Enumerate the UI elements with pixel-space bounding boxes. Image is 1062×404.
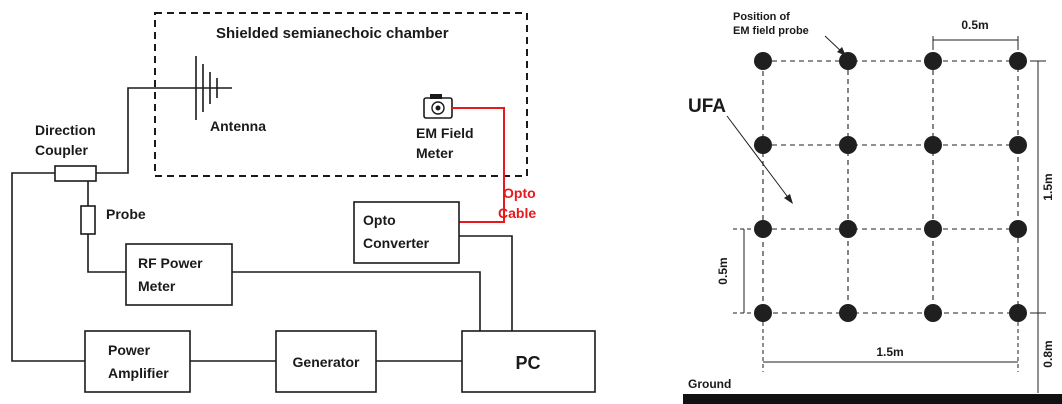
pc-label: PC — [515, 353, 540, 373]
opto-converter-box — [353, 201, 460, 264]
probe-points-group — [754, 52, 1027, 322]
generator-box — [275, 330, 377, 393]
uniform-field-area-outline — [762, 60, 1019, 314]
probe-point — [839, 52, 857, 70]
direction-coupler-label-line2: Coupler — [35, 142, 88, 158]
bottom-width-label: 1.5m — [876, 345, 903, 359]
opto-cable-label-line2: Cable — [498, 205, 536, 221]
meter-to-pc-wire — [232, 271, 481, 331]
antenna-icon — [193, 56, 232, 120]
pc-box — [461, 330, 596, 393]
power-amplifier-label-line1: Power — [108, 342, 151, 358]
antenna-feed-wire — [96, 87, 193, 174]
probe-point — [924, 52, 942, 70]
left-spacing-label: 0.5m — [716, 257, 730, 284]
power-amplifier-label-line2: Amplifier — [108, 365, 169, 381]
test-setup-diagram: Shielded semianechoic chamber Antenna EM… — [11, 12, 596, 393]
antenna-label: Antenna — [210, 118, 266, 134]
probe-point — [754, 52, 772, 70]
opto-converter-label-line1: Opto — [363, 212, 396, 228]
opto-cable — [452, 107, 505, 223]
amplifier-to-coupler-wire — [11, 172, 85, 362]
ufa-label: UFA — [688, 96, 726, 117]
shielded-chamber-boundary — [154, 12, 528, 177]
rf-power-meter-label-line1: RF Power — [138, 255, 203, 271]
generator-label: Generator — [293, 354, 360, 370]
probe-point — [1009, 304, 1027, 322]
ground-label: Ground — [688, 377, 731, 391]
probe-point — [924, 136, 942, 154]
ufa-arrow — [726, 115, 791, 201]
field-uniformity-diagram: Position of EM field probe UFA 0.5m 1.5m… — [683, 11, 1062, 404]
power-amplifier-box — [84, 330, 191, 393]
probe-point — [1009, 52, 1027, 70]
right-height-label: 1.5m — [1041, 173, 1055, 200]
probe-point — [754, 220, 772, 238]
converter-to-pc-wire — [459, 235, 513, 331]
probe-position-label-line1: Position of — [733, 11, 790, 23]
direction-coupler-box — [54, 165, 97, 182]
probe-point — [924, 304, 942, 322]
rf-power-meter-label-line2: Meter — [138, 278, 176, 294]
opto-cable-label-line1: Opto — [503, 185, 536, 201]
opto-converter-label-line2: Converter — [363, 235, 430, 251]
probe-point — [924, 220, 942, 238]
chamber-label: Shielded semianechoic chamber — [216, 25, 449, 42]
arrow-head — [837, 47, 846, 56]
em-field-meter-icon — [423, 94, 453, 119]
probe-point — [839, 136, 857, 154]
probe-point — [1009, 220, 1027, 238]
rf-power-meter-box — [125, 243, 233, 306]
em-field-meter-label-line1: EM Field — [416, 125, 474, 141]
em-field-meter-label-line2: Meter — [416, 145, 454, 161]
probe-box — [80, 205, 96, 235]
probe-point — [1009, 136, 1027, 154]
probe-point — [839, 304, 857, 322]
probe-point — [754, 136, 772, 154]
probe-label: Probe — [106, 206, 146, 222]
probe-position-label-line2: EM field probe — [733, 25, 809, 37]
probe-point — [754, 304, 772, 322]
direction-coupler-label-line1: Direction — [35, 122, 96, 138]
top-spacing-label: 0.5m — [961, 18, 988, 32]
ground-surface — [683, 394, 1062, 404]
ground-height-label: 0.8m — [1041, 340, 1055, 367]
arrow-head — [784, 194, 793, 204]
probe-to-meter-wire — [87, 234, 126, 273]
probe-point — [839, 220, 857, 238]
